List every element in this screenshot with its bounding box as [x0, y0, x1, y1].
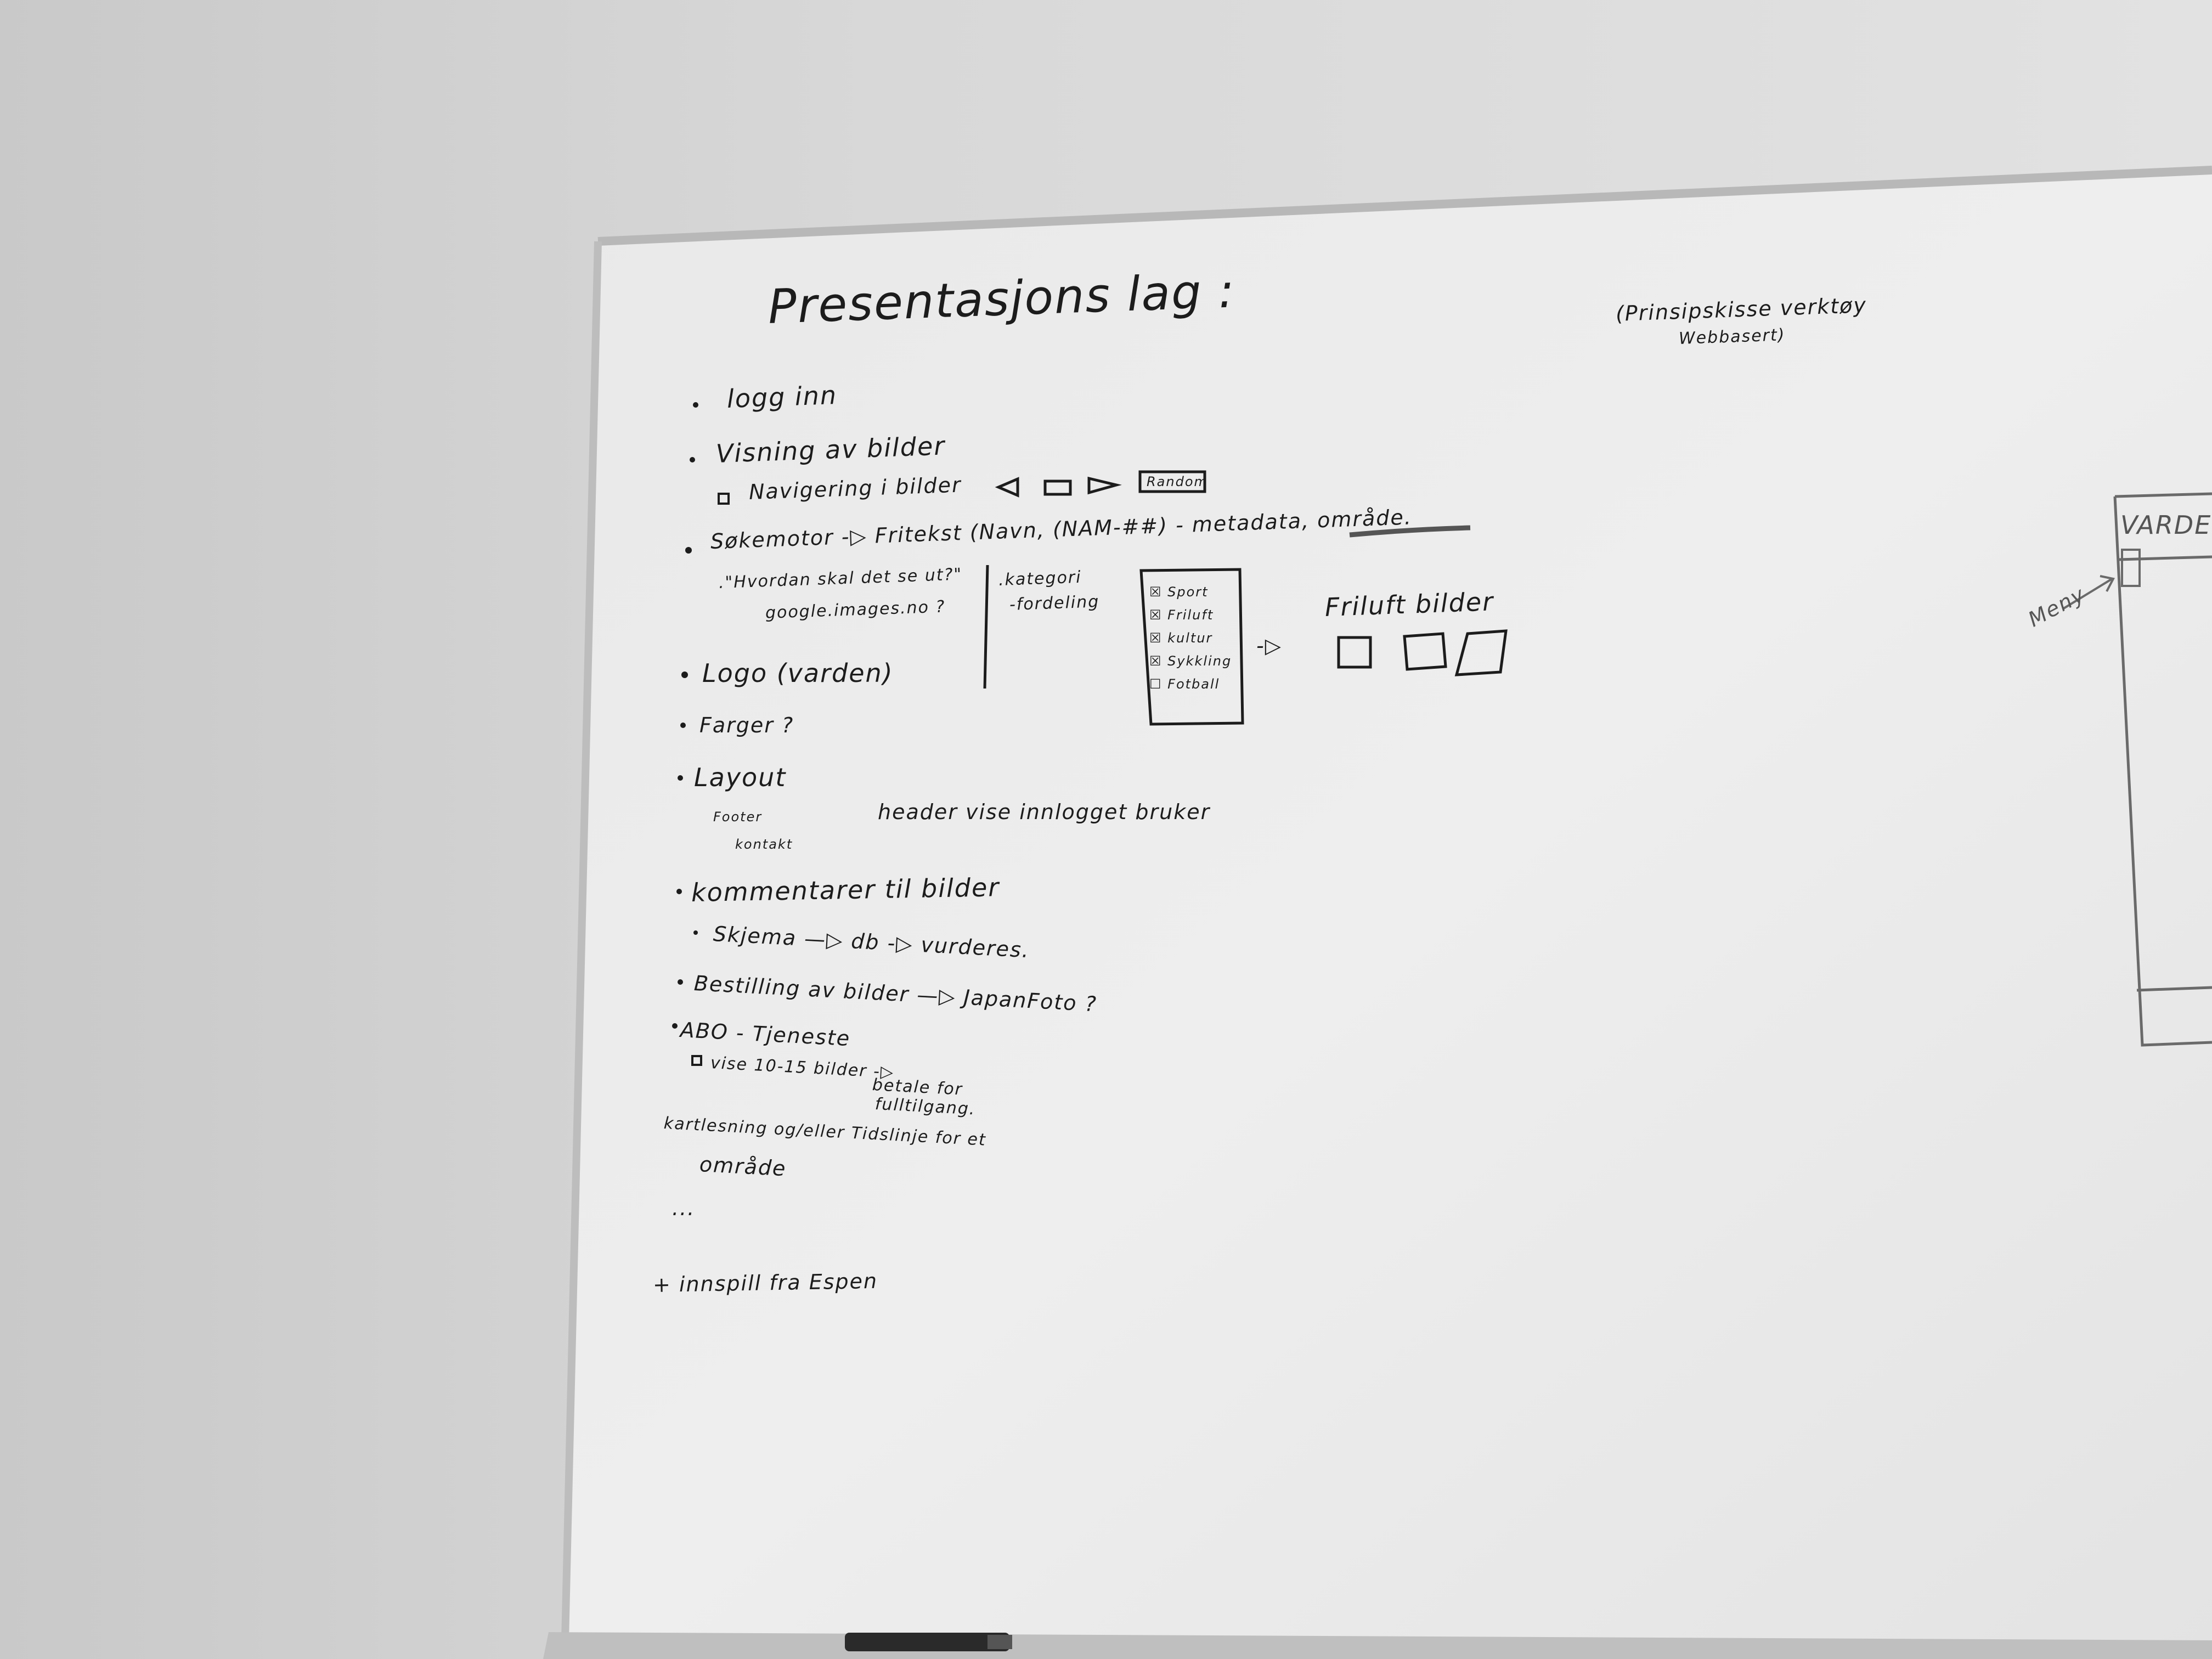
- item-logo: Logo (varden): [702, 658, 894, 688]
- item-kategori: .kategori: [998, 567, 1082, 590]
- divider-line: [983, 565, 989, 689]
- nav-left-arrow-icon: [995, 477, 1019, 498]
- image-placeholder-3: [1454, 629, 1508, 676]
- checklist-item-sykkling: ☒ Sykkling: [1149, 653, 1232, 669]
- checklist-item-sport: ☒ Sport: [1149, 584, 1209, 600]
- nav-right-arrow-icon: [1087, 476, 1122, 495]
- checklist-item-kultur: ☒ kultur: [1149, 630, 1213, 646]
- item-footer: Footer: [713, 809, 763, 825]
- nav-frame-icon: [1043, 479, 1072, 496]
- checklist-item-fotball: ☐ Fotball: [1149, 676, 1220, 692]
- checkbox-bullet: [718, 493, 730, 505]
- image-placeholder-2: [1403, 632, 1447, 671]
- item-layout: Layout: [694, 763, 787, 792]
- random-button-box: [1138, 470, 1206, 493]
- checklist-arrow: -▷: [1256, 634, 1282, 658]
- item-logg-inn: logg inn: [726, 380, 838, 414]
- random-button-label: Random: [1147, 474, 1208, 489]
- item-fordeling: -fordeling: [1009, 592, 1100, 614]
- item-omrade: område: [698, 1152, 787, 1181]
- side-sketch-title: VARDE: [2120, 510, 2212, 540]
- side-sketch-frame: [2113, 492, 2212, 1047]
- whiteboard-surface: [565, 170, 2212, 1659]
- checklist-frame: [1139, 568, 1244, 726]
- item-header: header vise innlogget bruker: [878, 800, 1211, 824]
- bullets: [672, 402, 698, 1029]
- item-dots: ...: [672, 1196, 696, 1220]
- item-innspill: + innspill fra Espen: [652, 1268, 878, 1297]
- whiteboard-frame-left: [561, 241, 602, 1641]
- item-farger: Farger ?: [699, 713, 794, 737]
- checklist-item-friluft: ☒ Friluft: [1149, 607, 1214, 623]
- omrade-underline: [1349, 525, 1471, 538]
- item-kommentarer: kommentarer til bilder: [691, 872, 1000, 907]
- marker-cap: [988, 1635, 1012, 1649]
- menu-arrow-icon: [2062, 575, 2115, 610]
- item-kontakt: kontakt: [735, 837, 793, 852]
- checklist: ☒ Sport ☒ Friluft ☒ kultur ☒ Sykkling ☐ …: [1149, 584, 1232, 699]
- checkbox-bullet: [691, 1055, 702, 1066]
- friluft-bilder-label: Friluft bilder: [1324, 586, 1494, 622]
- whiteboard-frame: [597, 166, 2212, 246]
- menu-icon: [2121, 549, 2141, 587]
- note-top-right-line2: Webbasert): [1678, 325, 1786, 348]
- image-placeholder-1: [1337, 636, 1372, 669]
- marker: [845, 1633, 1009, 1651]
